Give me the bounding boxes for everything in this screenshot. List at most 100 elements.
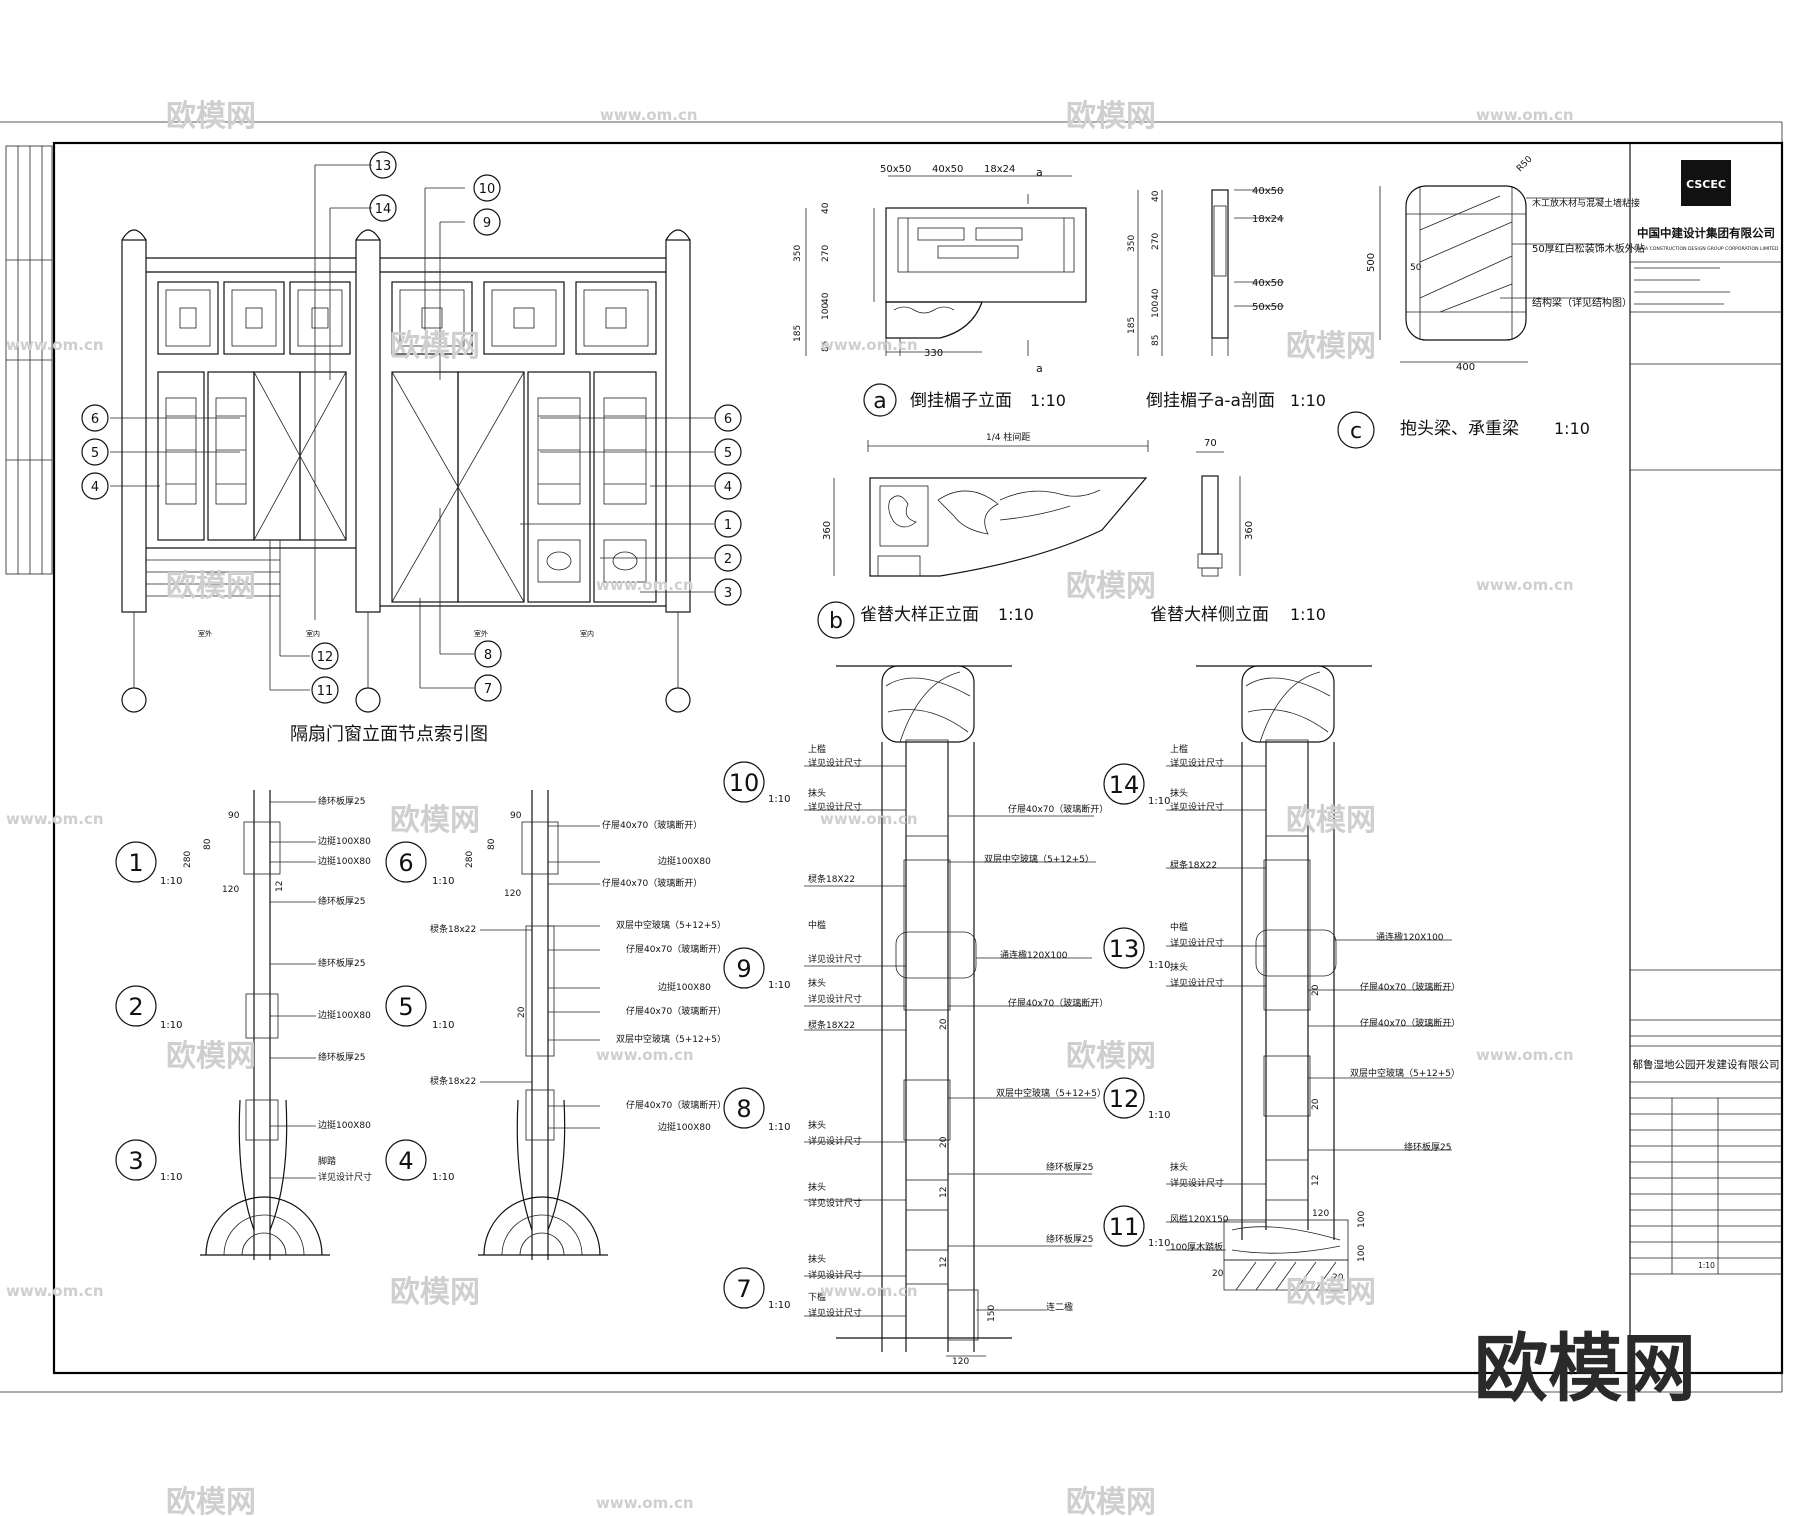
- note-label: 结构梁（详见结构图）: [1532, 296, 1632, 309]
- room-label: 室内: [306, 629, 320, 638]
- callout-number: 9: [483, 216, 491, 231]
- detail-b: 1/4 柱间距 360 b 雀替大样正立面 1:10: [817, 431, 1149, 639]
- watermark: www.om.cn: [596, 576, 694, 594]
- dim-label: 360: [1244, 521, 1255, 540]
- note-label: 50厚红白松装饰木板外贴: [1532, 242, 1645, 255]
- detail-label: 详见设计尺寸: [808, 757, 862, 769]
- detail-label: 双层中空玻璃（5+12+5）: [616, 1033, 726, 1045]
- detail-scale: 1:10: [432, 1172, 454, 1183]
- detail-scale: 1:10: [432, 876, 454, 887]
- callout-bubble: [714, 510, 742, 538]
- detail-label: 绦环板厚25: [1046, 1161, 1093, 1173]
- watermark: 欧模网: [1066, 569, 1156, 604]
- dim-label: 100: [1357, 1245, 1367, 1262]
- detail-label: 棂条18X22: [808, 1019, 855, 1031]
- callout-bubble: [714, 472, 742, 500]
- detail-number: 10: [729, 769, 760, 797]
- detail-scale: 1:10: [768, 980, 790, 991]
- callout-number: 12: [317, 650, 334, 665]
- detail-scale: 1:10: [160, 876, 182, 887]
- detail-label: 详见设计尺寸: [1170, 977, 1224, 989]
- detail-label: 仔屉40x70（玻璃断开）: [1008, 997, 1108, 1009]
- dim-label: 330: [924, 348, 943, 359]
- watermark: www.om.cn: [596, 1046, 694, 1064]
- dim-label: 100: [1357, 1211, 1367, 1228]
- watermark: www.om.cn: [596, 1494, 694, 1512]
- watermark: www.om.cn: [600, 106, 698, 124]
- callout-bubble: [311, 642, 339, 670]
- detail-number: 14: [1109, 771, 1140, 799]
- detail-scale: 1:10: [1290, 391, 1326, 410]
- detail-label: 抹头: [808, 1253, 826, 1265]
- detail-label: 通连楹120X100: [1000, 949, 1068, 961]
- dim-label: 1/4 柱间距: [986, 431, 1030, 443]
- callout-bubble: [369, 194, 397, 222]
- details-10-9-8-7-labels: 上槛 详见设计尺寸 抹头 详见设计尺寸 仔屉40x70（玻璃断开） 10 1:1…: [723, 743, 1108, 1367]
- detail-title: 抱头梁、承重梁: [1400, 419, 1519, 439]
- room-label: 室外: [474, 629, 488, 638]
- details-6-5-4: [478, 790, 608, 1260]
- dim-label: 50x50: [880, 164, 911, 175]
- client-name: 郁鲁湿地公园开发建设有限公司: [1633, 1058, 1780, 1071]
- detail-label: 仔屉40x70（玻璃断开）: [602, 877, 702, 889]
- callout-bubble: [311, 676, 339, 704]
- detail-label: 脚踏: [318, 1155, 336, 1167]
- detail-number-bubble: [385, 985, 427, 1027]
- detail-marker-letter: a: [873, 389, 886, 414]
- watermarks: 欧模网 www.om.cn 欧模网 www.om.cn www.om.cn 欧模…: [6, 99, 1696, 1516]
- callout-number: 14: [375, 202, 392, 217]
- dim-label: 120: [222, 885, 239, 895]
- dim-label: 18x24: [984, 164, 1015, 175]
- callout-number: 3: [724, 586, 732, 601]
- detail-number-bubble: [385, 841, 427, 883]
- detail-number: 6: [398, 849, 413, 877]
- detail-label: 棂条18X22: [808, 873, 855, 885]
- watermark: www.om.cn: [6, 1282, 104, 1300]
- dim-label: 100: [1151, 301, 1161, 318]
- detail-scale: 1:10: [1290, 605, 1326, 624]
- dim-label: 12: [939, 1187, 949, 1198]
- dim-label: 100: [821, 303, 831, 320]
- detail-number: 11: [1109, 1213, 1140, 1241]
- detail-label: 仔屉40x70（玻璃断开）: [1360, 1017, 1460, 1029]
- detail-label: 双层中空玻璃（5+12+5）: [1350, 1067, 1460, 1079]
- detail-label: 仔屉40x70（玻璃断开）: [626, 1099, 726, 1111]
- detail-label: 连二楹: [1046, 1301, 1073, 1313]
- dim-label: 40: [821, 202, 831, 214]
- detail-label: 详见设计尺寸: [808, 1269, 862, 1281]
- detail-label: 绦环板厚25: [318, 795, 365, 807]
- detail-scale: 1:10: [432, 1020, 454, 1031]
- watermark: www.om.cn: [820, 336, 918, 354]
- dim-label: 150: [987, 1305, 997, 1322]
- dim-label: 80: [203, 838, 213, 850]
- dim-label: 12: [1311, 1175, 1321, 1186]
- dim-label: 40x50: [1252, 186, 1283, 197]
- detail-scale: 1:10: [1148, 960, 1170, 971]
- detail-label: 详见设计尺寸: [1170, 937, 1224, 949]
- watermark: 欧模网: [166, 1039, 256, 1074]
- company-name: 中国中建设计集团有限公司: [1637, 226, 1775, 240]
- dim-label: 120: [1312, 1209, 1329, 1219]
- detail-marker: [817, 601, 855, 639]
- title-block: CSCEC 中国中建设计集团有限公司 CHINA CONSTRUCTION DE…: [1629, 143, 1782, 1373]
- callout-bubble: [474, 674, 502, 702]
- detail-label: 详见设计尺寸: [808, 1197, 862, 1209]
- dim-label: 50x50: [1252, 302, 1283, 313]
- watermark: 欧模网: [390, 1275, 480, 1310]
- detail-title: 倒挂楣子a-a剖面: [1146, 391, 1275, 411]
- dim-label: 40: [1151, 190, 1161, 202]
- dim-label: 350: [1127, 235, 1137, 252]
- dim-label: 85: [1151, 335, 1161, 346]
- callout-number: 1: [724, 518, 732, 533]
- detail-label: 抹头: [1170, 961, 1188, 973]
- dim-label: 400: [1456, 362, 1475, 373]
- dim-label: 80: [487, 838, 497, 850]
- index-elevation-title: 隔扇门窗立面节点索引图: [290, 724, 488, 745]
- detail-number: 8: [736, 1095, 751, 1123]
- detail-number: 7: [736, 1275, 751, 1303]
- dim-label: 360: [822, 521, 833, 540]
- detail-label: 中槛: [808, 919, 826, 931]
- dim-label: 120: [504, 889, 521, 899]
- callout-bubble: [81, 472, 109, 500]
- detail-label: 仔屉40x70（玻璃断开）: [626, 943, 726, 955]
